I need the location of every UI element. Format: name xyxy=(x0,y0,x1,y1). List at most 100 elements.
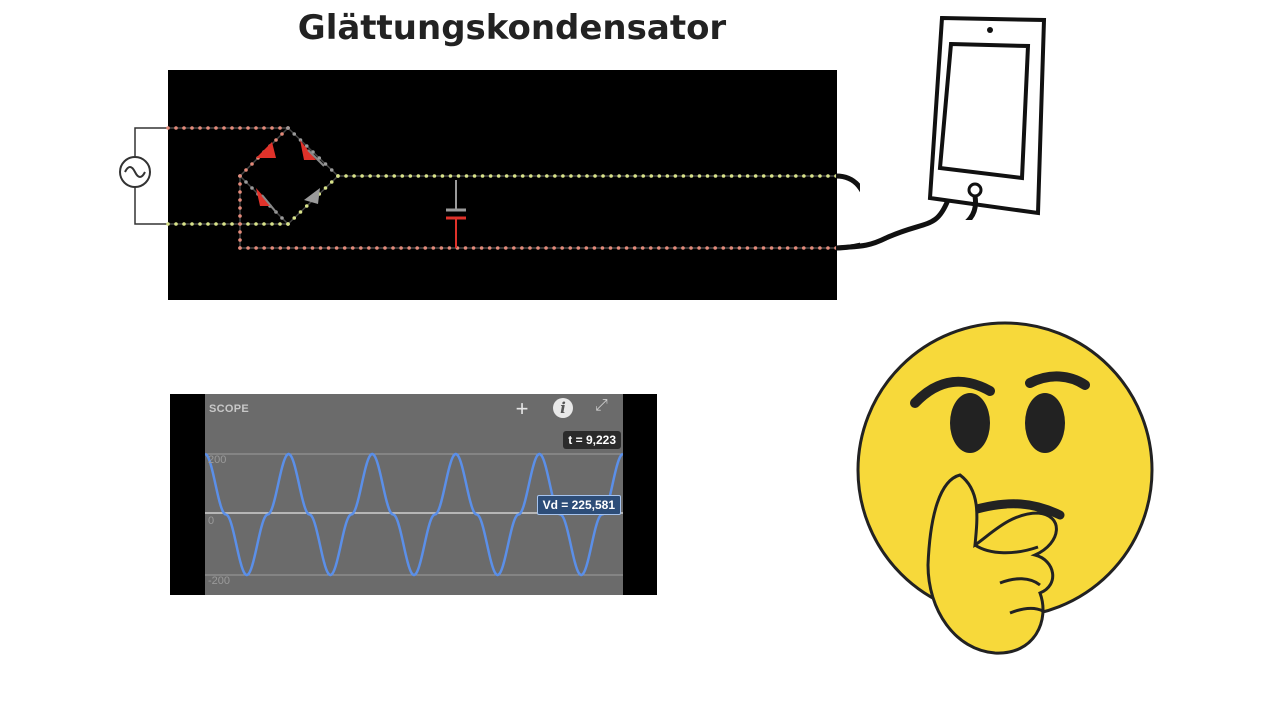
wire-dot xyxy=(359,246,363,250)
wire-dot xyxy=(729,174,734,178)
wire-dot xyxy=(400,174,405,178)
wire-dot xyxy=(407,246,411,250)
wire-dot xyxy=(520,174,525,178)
wire-dot xyxy=(649,174,654,178)
wire-dot xyxy=(512,246,516,250)
wire-dot xyxy=(270,222,274,226)
thinking-face-emoji-icon xyxy=(856,321,1154,655)
wire-dot xyxy=(553,174,557,178)
tick-label: 200 xyxy=(208,454,227,466)
wire-dot xyxy=(617,174,621,178)
wire-dot xyxy=(350,246,355,250)
wire-dot xyxy=(801,246,806,250)
wire-dot xyxy=(250,186,254,190)
wire-dot xyxy=(254,126,258,130)
wire-dot xyxy=(238,206,242,210)
wire-dot xyxy=(689,174,694,178)
wire-dot xyxy=(431,246,436,250)
wire-dot xyxy=(190,222,194,226)
wire-dot xyxy=(528,174,533,178)
wire-dot xyxy=(471,246,476,250)
wire-dot xyxy=(298,138,303,142)
wire-dot xyxy=(705,174,710,178)
wire-dot xyxy=(761,246,766,250)
wire-dot xyxy=(569,174,573,178)
wire-dot xyxy=(552,246,556,250)
wire-dot xyxy=(342,246,347,250)
wire-dot xyxy=(375,246,379,250)
wire-dot xyxy=(376,174,380,178)
scope-display: SCOPE 200 0 -200 + i ⤢ t = 9,223 Vd = 22… xyxy=(205,394,623,595)
wire-dot xyxy=(323,162,328,166)
wire-dot xyxy=(238,126,242,130)
wire-dot xyxy=(624,246,629,250)
wire-dot xyxy=(304,204,309,208)
wire-dot xyxy=(318,246,323,250)
plus-icon[interactable]: + xyxy=(515,396,529,421)
wire-dot xyxy=(206,126,210,130)
time-readout: t = 9,223 xyxy=(563,431,621,449)
wire-dot xyxy=(270,126,274,130)
wire-dot xyxy=(632,246,637,250)
expand-icon[interactable]: ⤢ xyxy=(595,397,608,414)
wire-dot xyxy=(689,246,693,250)
wire-dot xyxy=(278,126,282,130)
wire-dot xyxy=(786,174,790,178)
wire-dot xyxy=(802,174,806,178)
wire-dot xyxy=(608,246,613,250)
diode-4 xyxy=(304,188,320,204)
wire-dot xyxy=(818,246,822,250)
circuit-panel xyxy=(168,70,837,300)
ac-source xyxy=(119,127,168,225)
info-icon[interactable]: i xyxy=(553,398,573,418)
wire-dot xyxy=(713,246,717,250)
scope-panel: SCOPE 200 0 -200 + i ⤢ t = 9,223 Vd = 22… xyxy=(170,394,657,595)
wire-dot xyxy=(254,246,258,250)
wire-dot xyxy=(681,174,686,178)
wire-dot xyxy=(238,190,242,194)
wire-dot xyxy=(648,246,653,250)
wire-dot xyxy=(447,246,452,250)
wire-dot xyxy=(416,174,421,178)
wire-dot xyxy=(214,222,218,226)
wire-dot xyxy=(585,174,589,178)
wire-dot xyxy=(568,246,573,250)
wire-dot xyxy=(166,222,170,226)
bridge-rectifier xyxy=(256,140,325,213)
wire-dot xyxy=(721,174,726,178)
wire-dot xyxy=(246,222,250,226)
wire-dot xyxy=(488,174,493,178)
wire-dot xyxy=(246,126,250,130)
wire-dot xyxy=(384,174,388,178)
wire-dot xyxy=(368,174,372,178)
wire-dot xyxy=(761,174,766,178)
wire-dot xyxy=(244,180,248,184)
wire-dot xyxy=(577,174,581,178)
wire-dot xyxy=(334,246,339,250)
wire-dot xyxy=(745,174,750,178)
wire-dot xyxy=(545,174,549,178)
wire-dot xyxy=(399,246,403,250)
wire-dot xyxy=(440,174,445,178)
wire-dot xyxy=(480,174,485,178)
wire-dot xyxy=(174,222,178,226)
capacitor xyxy=(446,180,466,248)
wire-dot xyxy=(560,246,564,250)
wire-dot xyxy=(310,246,315,250)
wire-dot xyxy=(383,246,387,250)
wire-dot xyxy=(536,246,540,250)
wire-dot xyxy=(344,174,348,178)
wire-dot xyxy=(713,174,718,178)
wire-dot xyxy=(392,174,397,178)
diode-1 xyxy=(256,142,276,158)
wire-dot xyxy=(544,246,548,250)
wire-dot xyxy=(270,246,275,250)
wire-dot xyxy=(592,246,597,250)
wire-dot xyxy=(182,126,186,130)
wire-dot xyxy=(206,222,210,226)
wire-dot xyxy=(600,246,605,250)
wire-dot xyxy=(286,126,290,130)
wire-dot xyxy=(818,174,822,178)
wire-dot xyxy=(520,246,524,250)
wire-dot xyxy=(254,222,258,226)
